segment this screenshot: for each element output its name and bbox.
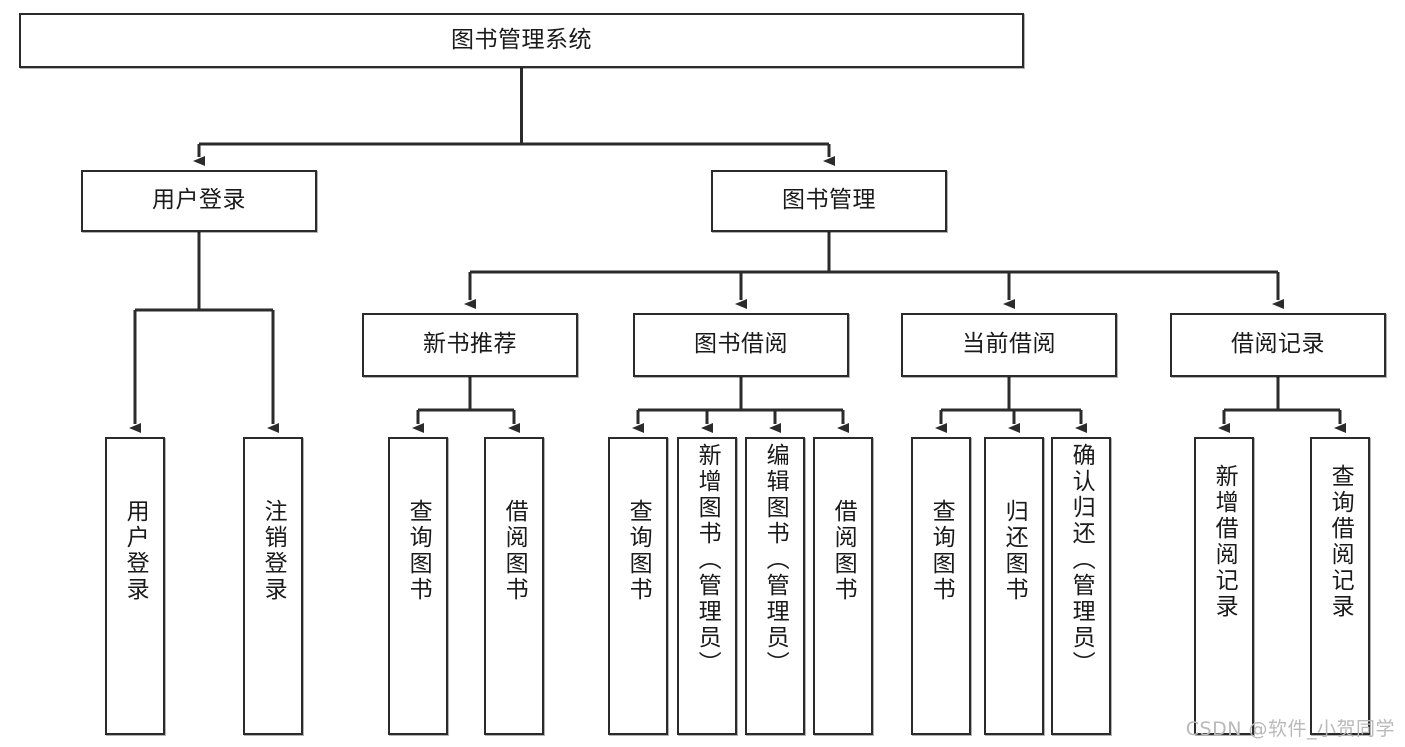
node-leaf-add-book-admin-label: 新增图书（管理员） xyxy=(694,443,721,677)
node-book-management[interactable]: 图书管理 xyxy=(711,170,947,232)
node-current-borrow-label: 当前借阅 xyxy=(962,331,1056,358)
node-leaf-borrow-book-nb[interactable]: 借阅图书 xyxy=(484,437,544,735)
node-book-borrow-label: 图书借阅 xyxy=(694,331,788,358)
node-leaf-query-borrow-record[interactable]: 查询借阅记录 xyxy=(1310,437,1370,735)
node-new-book-recommend[interactable]: 新书推荐 xyxy=(362,313,578,377)
node-leaf-return-book-label: 归还图书 xyxy=(1001,499,1028,603)
node-leaf-return-book[interactable]: 归还图书 xyxy=(984,437,1044,735)
node-leaf-edit-book-admin-label: 编辑图书（管理员） xyxy=(762,443,789,677)
node-leaf-borrow-book-bb-label: 借阅图书 xyxy=(830,499,857,603)
node-root[interactable]: 图书管理系统 xyxy=(19,13,1024,68)
node-leaf-query-book-nb-label: 查询图书 xyxy=(405,499,432,603)
node-leaf-confirm-return-admin-label: 确认归还（管理员） xyxy=(1068,443,1095,677)
node-new-book-recommend-label: 新书推荐 xyxy=(423,331,517,358)
node-leaf-borrow-book-nb-label: 借阅图书 xyxy=(501,499,528,603)
node-book-borrow[interactable]: 图书借阅 xyxy=(633,313,849,377)
node-leaf-add-borrow-record-label: 新增借阅记录 xyxy=(1211,464,1238,620)
node-leaf-logout-label: 注销登录 xyxy=(260,499,287,603)
node-leaf-query-book-cb[interactable]: 查询图书 xyxy=(911,437,971,735)
node-borrow-record-label: 借阅记录 xyxy=(1231,331,1325,358)
node-leaf-query-book-bb-label: 查询图书 xyxy=(625,499,652,603)
node-leaf-query-book-bb[interactable]: 查询图书 xyxy=(608,437,668,735)
node-leaf-add-book-admin[interactable]: 新增图书（管理员） xyxy=(677,437,737,735)
node-root-label: 图书管理系统 xyxy=(451,26,592,53)
node-leaf-user-login-label: 用户登录 xyxy=(122,499,149,603)
node-borrow-record[interactable]: 借阅记录 xyxy=(1170,313,1386,377)
node-leaf-user-login[interactable]: 用户登录 xyxy=(105,437,165,735)
node-leaf-borrow-book-bb[interactable]: 借阅图书 xyxy=(813,437,873,735)
node-leaf-edit-book-admin[interactable]: 编辑图书（管理员） xyxy=(745,437,805,735)
node-leaf-query-borrow-record-label: 查询借阅记录 xyxy=(1327,464,1354,620)
node-leaf-query-book-nb[interactable]: 查询图书 xyxy=(388,437,448,735)
node-book-management-label: 图书管理 xyxy=(782,187,876,214)
node-current-borrow[interactable]: 当前借阅 xyxy=(901,313,1117,377)
node-leaf-add-borrow-record[interactable]: 新增借阅记录 xyxy=(1194,437,1254,735)
node-user-login[interactable]: 用户登录 xyxy=(81,170,317,232)
node-leaf-query-book-cb-label: 查询图书 xyxy=(928,499,955,603)
node-leaf-logout[interactable]: 注销登录 xyxy=(243,437,303,735)
node-leaf-confirm-return-admin[interactable]: 确认归还（管理员） xyxy=(1051,437,1111,735)
csdn-watermark: CSDN @软件_小贺同学 xyxy=(1185,718,1395,740)
node-user-login-label: 用户登录 xyxy=(152,187,246,214)
